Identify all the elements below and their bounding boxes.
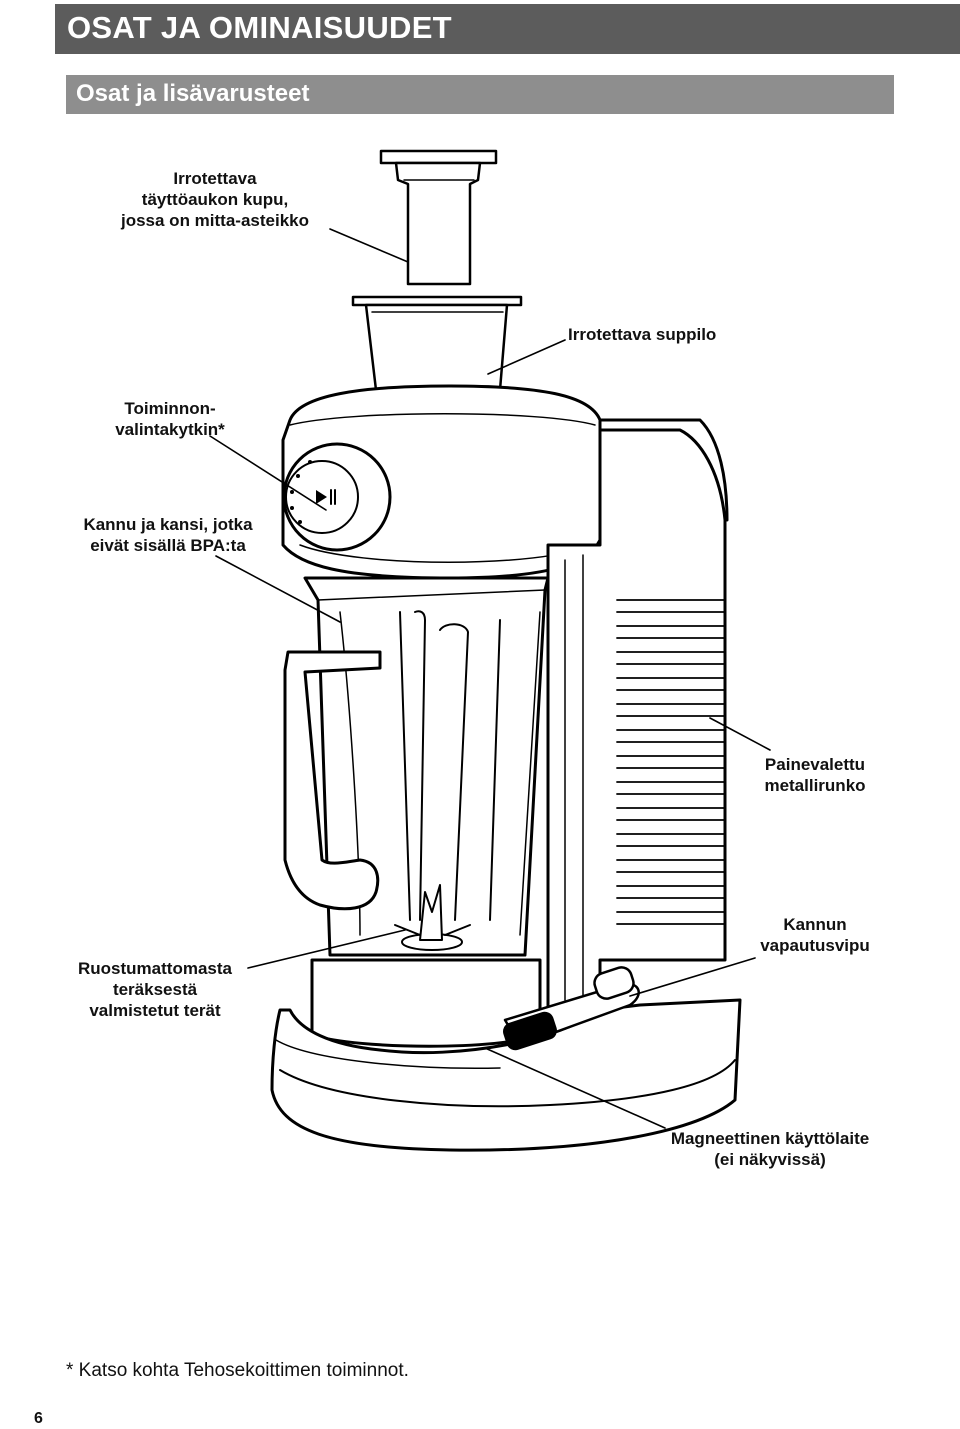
blades-drawing	[394, 884, 471, 951]
callout-blades: Ruostumattomasta teräksestä valmistetut …	[78, 959, 232, 1020]
callout-magnetic-drive: Magneettinen käyttölaite (ei näkyvissä)	[670, 1129, 870, 1169]
section-header-bar: OSAT JA OMINAISUUDET	[55, 4, 960, 54]
funnel-drawing	[351, 295, 523, 392]
callout-function-dial: Toiminnon- valintakytkin*	[115, 399, 225, 439]
callout-metal-body: Painevalettu metallirunko	[764, 755, 866, 795]
footnote: * Katso kohta Tehosekoittimen toiminnot.	[66, 1360, 409, 1381]
jar-handle-drawing	[283, 650, 382, 911]
callout-jar-and-lid: Kannu ja kansi, jotka eivät sisällä BPA:…	[83, 515, 253, 555]
callout-leader-lines	[209, 228, 771, 1129]
page-number: 6	[34, 1410, 43, 1427]
dial-drawing	[282, 442, 392, 552]
section-title: OSAT JA OMINAISUUDET	[67, 10, 452, 45]
base-drawing	[270, 958, 742, 1152]
release-lever-drawing	[503, 966, 640, 1051]
measuring-cup-drawing	[379, 149, 498, 286]
subsection-header-bar: Osat ja lisävarusteet	[66, 75, 894, 114]
metal-body-drawing	[546, 428, 727, 1012]
subsection-title: Osat ja lisävarusteet	[76, 80, 310, 107]
callout-jar-release-lever: Kannun vapautusvipu	[760, 915, 870, 955]
body-vents-drawing	[616, 599, 726, 925]
callout-measuring-cup: Irrotettava täyttöaukon kupu, jossa on m…	[120, 169, 309, 230]
callout-funnel: Irrotettava suppilo	[568, 325, 717, 344]
